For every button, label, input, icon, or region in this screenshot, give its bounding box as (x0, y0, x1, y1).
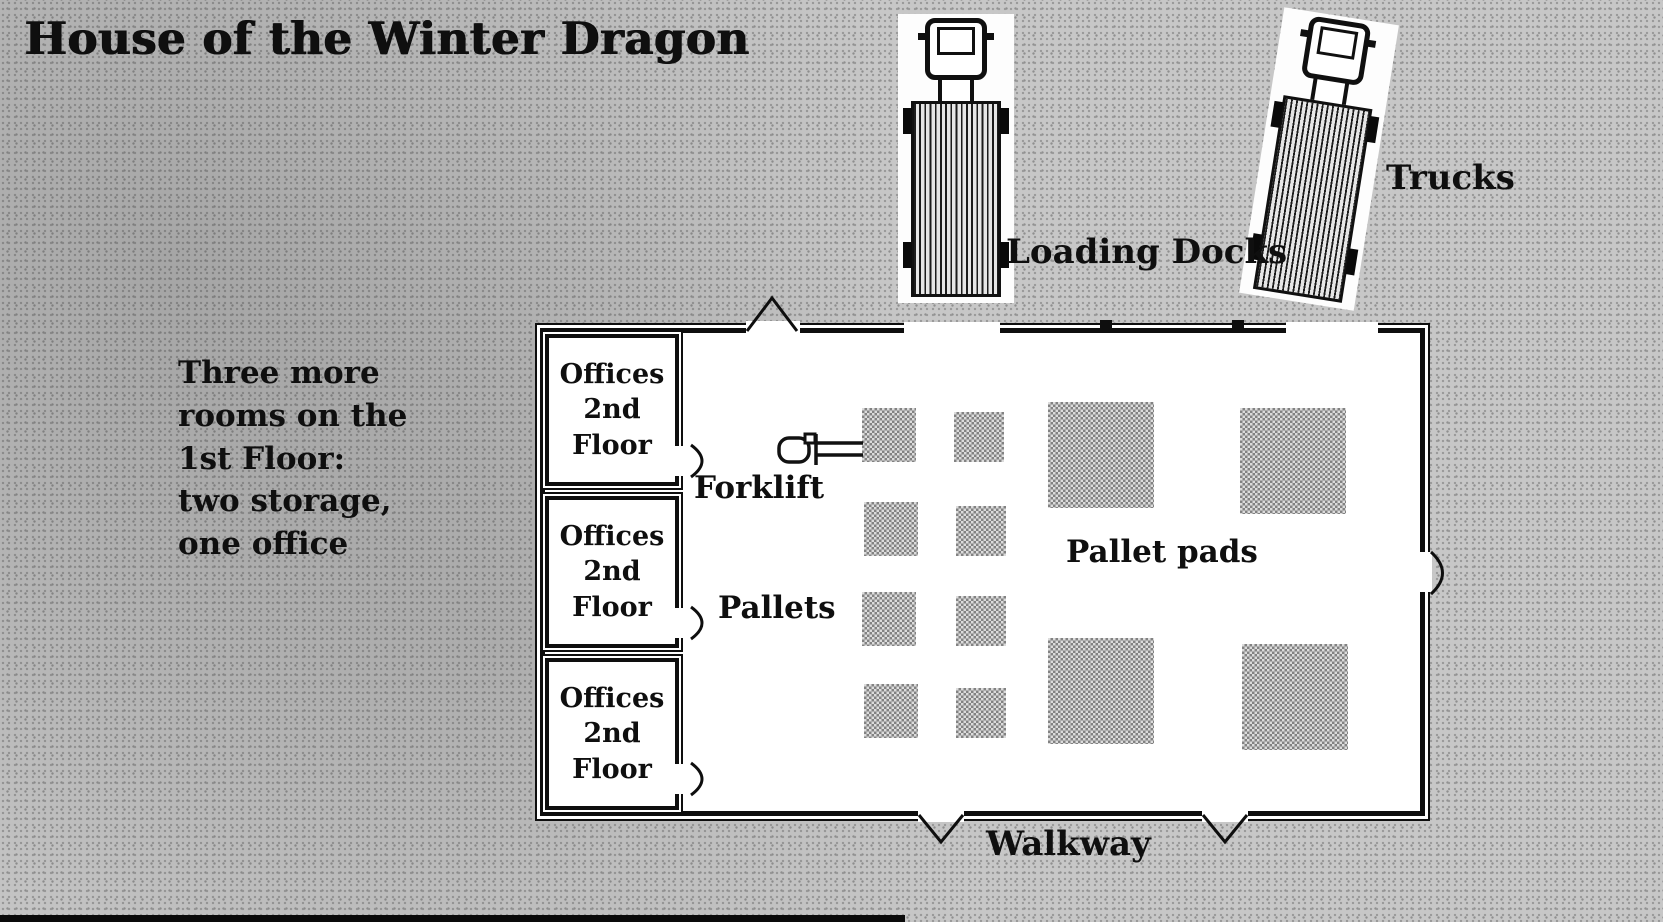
door-caret-icon (745, 295, 799, 332)
dock-opening (904, 322, 1000, 334)
truck-wheel-icon (1366, 116, 1380, 144)
loading-docks-label: Loading Docks (1006, 232, 1288, 272)
office-room: Offices 2nd Floor (545, 334, 679, 486)
door-arc-icon (1429, 550, 1444, 596)
truck-mirror-icon (1300, 29, 1311, 38)
truck-cab (918, 18, 994, 80)
pallet-square (864, 502, 918, 556)
truck-mirror-icon (1366, 39, 1377, 48)
door-arc-icon (690, 605, 704, 641)
door-opening (1202, 806, 1248, 822)
truck-windshield (1316, 26, 1359, 60)
truck-mirror-icon (918, 33, 927, 40)
truck-wheel-icon (903, 108, 912, 134)
door-opening (918, 806, 964, 822)
first-floor-note: Three more rooms on the 1st Floor: two s… (178, 355, 408, 563)
pallet-square (862, 408, 916, 462)
pallet-pads-label: Pallet pads (1066, 534, 1258, 570)
door-arc-icon (690, 761, 704, 797)
pallet-square (864, 684, 918, 738)
forklift-label: Forklift (694, 470, 825, 506)
dock-bumper-icon (1100, 320, 1112, 332)
pallet-pad-square (1242, 644, 1348, 750)
truck-windshield (937, 27, 975, 55)
truck-trailer (903, 101, 1009, 297)
truck-hitch (938, 79, 974, 101)
dock-opening (1286, 322, 1378, 334)
forklift-icon (777, 432, 863, 465)
pallet-pad-square (1048, 402, 1154, 508)
pallet-square (956, 688, 1006, 738)
door-opening (1412, 552, 1432, 592)
page-title: House of the Winter Dragon (24, 12, 750, 65)
office-room: Offices 2nd Floor (545, 496, 679, 648)
door-opening (670, 764, 690, 794)
truck-wheel-icon (1000, 242, 1009, 268)
door-opening (746, 321, 800, 335)
truck-wheel-icon (1000, 108, 1009, 134)
pallet-square (956, 596, 1006, 646)
pallets-label: Pallets (718, 590, 836, 626)
pallet-square (956, 506, 1006, 556)
door-opening (670, 608, 690, 638)
dock-bumper-icon (1232, 320, 1244, 332)
door-arc-icon (690, 443, 704, 479)
door-caret-icon (917, 814, 965, 845)
pallet-square (954, 412, 1004, 462)
truck-wheel-icon (1345, 248, 1359, 276)
walkway-label: Walkway (986, 824, 1151, 864)
door-opening (670, 446, 690, 476)
truck-mirror-icon (985, 33, 994, 40)
door-caret-icon (1201, 814, 1249, 845)
pallet-square (862, 592, 916, 646)
office-room-label: Offices 2nd Floor (559, 521, 665, 623)
page-edge-line (0, 915, 905, 922)
office-room-label: Offices 2nd Floor (559, 359, 665, 461)
pallet-pad-square (1240, 408, 1346, 514)
truck-wheel-icon (1270, 100, 1284, 128)
office-room: Offices 2nd Floor (545, 658, 679, 810)
truck-icon (898, 14, 1014, 303)
office-room-label: Offices 2nd Floor (559, 683, 665, 785)
truck-cab (1300, 15, 1377, 87)
trucks-label: Trucks (1386, 158, 1515, 198)
pallet-pad-square (1048, 638, 1154, 744)
truck-wheel-icon (903, 242, 912, 268)
